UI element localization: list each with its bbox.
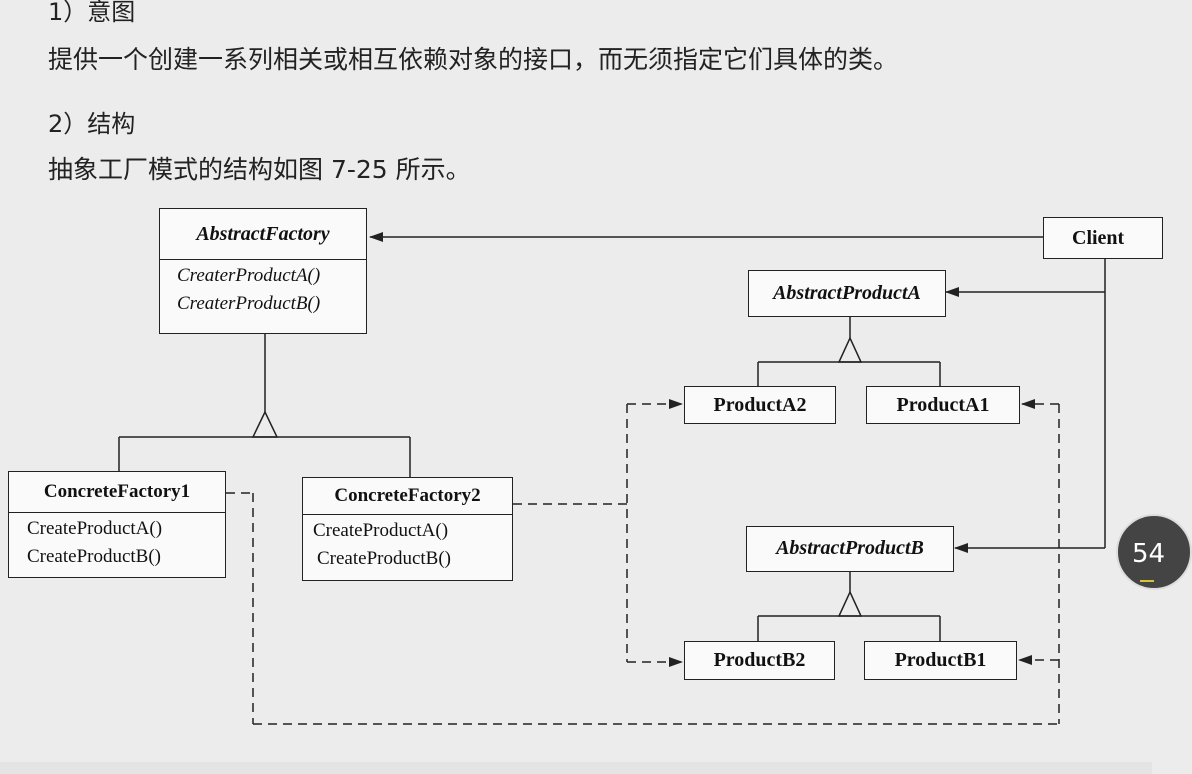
abstract-factory-op-a: CreaterProductA() <box>177 265 321 286</box>
product-b1-class: ProductB1 <box>864 641 1017 680</box>
heading-intent: 1）意图 <box>48 0 136 26</box>
intent-paragraph: 提供一个创建一系列相关或相互依赖对象的接口，而无须指定它们具体的类。 <box>48 45 899 74</box>
concrete-factory-2-op-a: CreateProductA() <box>313 520 449 541</box>
bottom-strip <box>0 762 1152 774</box>
product-b-inheritance-triangle <box>837 590 863 617</box>
heading-structure: 2）结构 <box>48 110 136 138</box>
product-b2-name: ProductB2 <box>713 649 806 671</box>
concrete-factory-1-class: ConcreteFactory1 CreateProductA() Create… <box>8 471 226 578</box>
concrete-factory-1-ops: CreateProductA() CreateProductB() <box>9 512 225 573</box>
concrete-factory-1-name: ConcreteFactory1 <box>43 481 191 502</box>
abstract-product-a-name: AbstractProductA <box>773 282 921 304</box>
client-name: Client <box>1072 227 1125 249</box>
abstract-factory-class: AbstractFactory CreaterProductA() Create… <box>159 208 367 334</box>
product-a-inheritance-triangle <box>837 336 863 363</box>
badge-underline <box>1140 580 1154 582</box>
abstract-factory-name: AbstractFactory <box>196 223 330 245</box>
concrete-factory-2-class: ConcreteFactory2 CreateProductA() Create… <box>302 477 513 581</box>
concrete-factory-1-op-a: CreateProductA() <box>27 518 163 539</box>
product-a2-name: ProductA2 <box>713 394 807 416</box>
concrete-factory-2-name: ConcreteFactory2 <box>334 485 481 506</box>
product-a1-class: ProductA1 <box>866 386 1020 424</box>
concrete-factory-2-op-b: CreateProductB() <box>317 548 452 569</box>
abstract-factory-ops: CreaterProductA() CreaterProductB() <box>160 259 366 320</box>
diagram-connectors <box>118 232 1106 725</box>
product-a1-name: ProductA1 <box>896 394 990 416</box>
abstract-product-b-name: AbstractProductB <box>776 537 924 559</box>
product-a2-class: ProductA2 <box>684 386 836 424</box>
factory-inheritance-triangle <box>251 410 279 438</box>
concrete-factory-1-op-b: CreateProductB() <box>27 546 162 567</box>
abstract-product-b-class: AbstractProductB <box>746 526 954 572</box>
client-class: Client <box>1043 217 1163 259</box>
concrete-factory-2-ops: CreateProductA() CreateProductB() <box>303 514 512 575</box>
product-b1-name: ProductB1 <box>894 649 987 671</box>
structure-paragraph: 抽象工厂模式的结构如图 7-25 所示。 <box>48 155 471 184</box>
page-number-badge[interactable]: 54 <box>1116 514 1192 590</box>
abstract-factory-op-b: CreaterProductB() <box>177 293 321 314</box>
product-b2-class: ProductB2 <box>684 641 835 680</box>
abstract-product-a-class: AbstractProductA <box>748 270 946 317</box>
